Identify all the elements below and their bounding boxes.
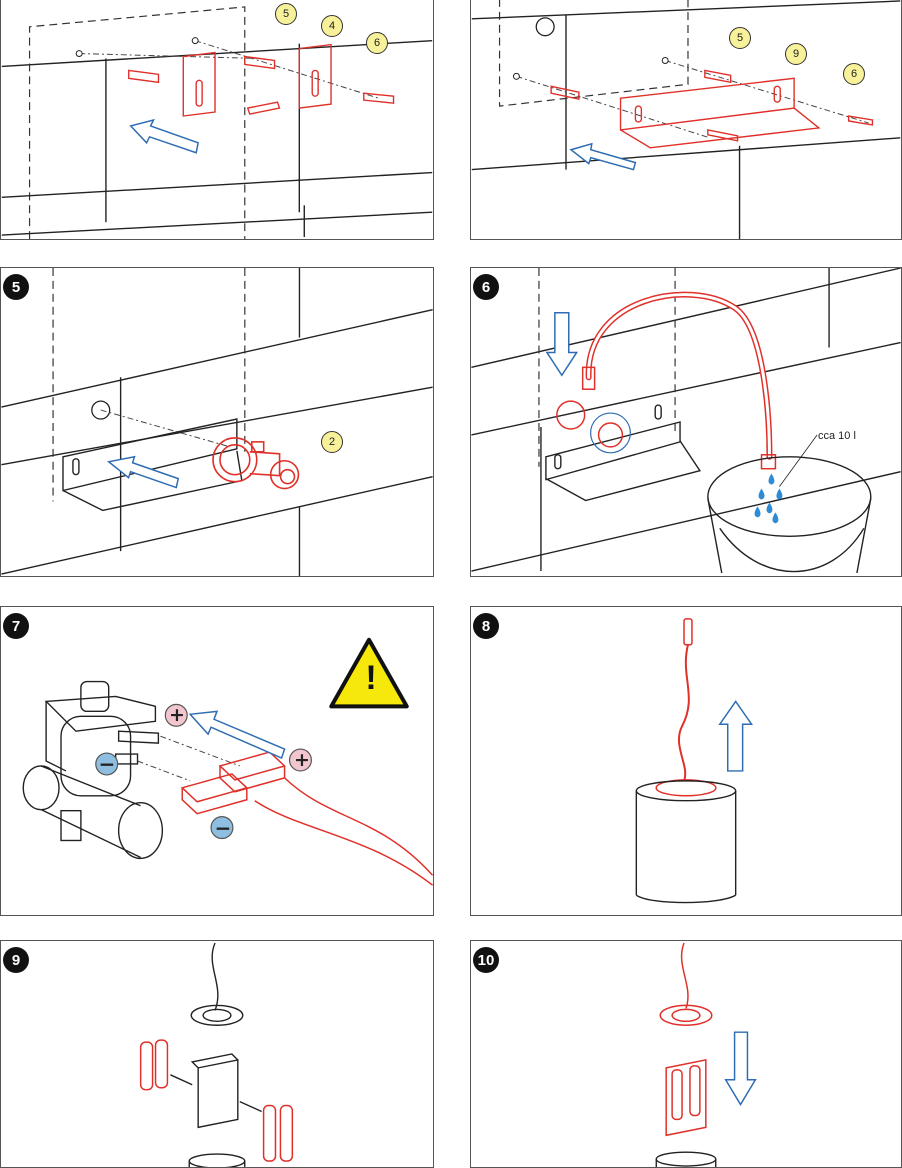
step-number-10: 10: [473, 947, 499, 973]
callout-part-5: 5: [729, 27, 751, 49]
illustration-batteries-insert: [139, 942, 294, 1167]
step-panel-7-connect-solenoid: 7 + + − − !: [0, 606, 434, 916]
illustration-flush-into-bucket: [471, 268, 901, 574]
callout-part-4: 4: [321, 15, 343, 37]
step-number-9: 9: [3, 947, 29, 973]
callout-part-5: 5: [275, 3, 297, 25]
step-number-5: 5: [3, 274, 29, 300]
step-number-7: 7: [3, 613, 29, 639]
callout-part-9: 9: [785, 43, 807, 65]
minus-sign: −: [214, 816, 232, 840]
step-panel-10-close-housing: 10: [470, 940, 902, 1168]
illustration-solenoid-connectors: [22, 637, 433, 886]
callout-part-6: 6: [366, 32, 388, 54]
illustration-shelf-bracket: [471, 0, 901, 239]
callout-part-6: 6: [843, 63, 865, 85]
step-panel-5-angle-valve: 5 2: [0, 267, 434, 577]
water-volume-label: cca 10 l: [818, 430, 856, 442]
plus-sign: +: [169, 704, 185, 726]
illustration-battery-housing: [635, 618, 754, 904]
illustration-close-housing: [655, 942, 757, 1167]
minus-sign: −: [98, 752, 116, 776]
step-panel-6-flush-water: 6 cca 10 l: [470, 267, 902, 577]
step-panel-shelf-bracket: 5 9 6: [470, 0, 902, 240]
step-panel-anchor-brackets: 5 4 6: [0, 0, 434, 240]
plus-sign: +: [294, 749, 310, 771]
callout-part-2: 2: [321, 431, 343, 453]
step-number-8: 8: [473, 613, 499, 639]
warning-icon: !: [365, 659, 377, 697]
illustration-anchor-brackets: [1, 6, 433, 239]
step-panel-9-insert-batteries: 9: [0, 940, 434, 1168]
step-number-6: 6: [473, 274, 499, 300]
step-panel-8-sensor-cable: 8: [470, 606, 902, 916]
illustration-angle-valve: [1, 268, 433, 576]
